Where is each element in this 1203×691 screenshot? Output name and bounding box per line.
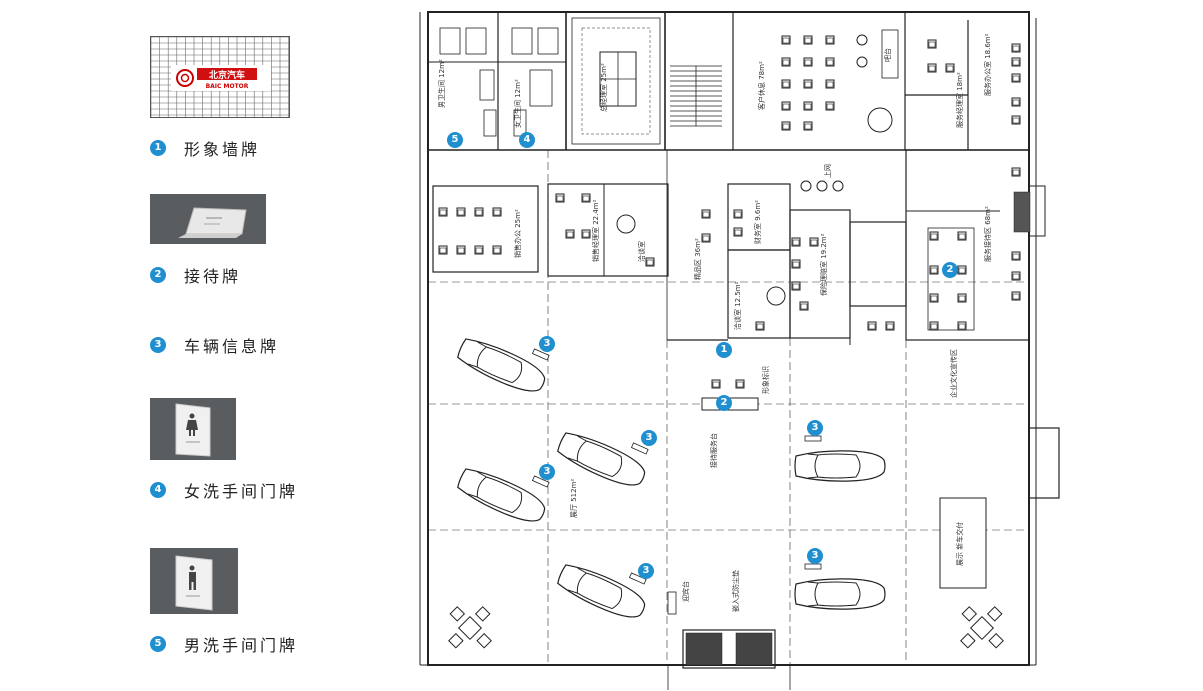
label-brand-wall: 形象标识 [761, 366, 770, 394]
label-reception-desk: 接待服务台 [709, 433, 718, 468]
pin-male-wc-sign: 5 [447, 132, 463, 148]
legend-number: 3 [150, 337, 166, 353]
pin-reception-sign-service: 2 [942, 262, 958, 278]
label-vip-room: 总经理室 25m² [599, 63, 608, 112]
label-negotiation: 洽谈室 [637, 241, 646, 262]
cars [454, 333, 886, 625]
legend-label: 男洗手间门牌 [184, 636, 299, 655]
baic-logo-icon [176, 69, 194, 87]
legend-item-5: 5 男洗手间门牌 [150, 632, 298, 656]
legend-label: 形象墙牌 [184, 140, 261, 159]
legend-number: 2 [150, 267, 166, 283]
car-5 [794, 450, 886, 482]
logo-text-cn: 北京汽车 [209, 69, 245, 81]
car-4 [554, 559, 650, 625]
label-service-office: 服务办公室 18.6m² [983, 33, 992, 96]
label-service-manager: 服务经理室 18m² [955, 72, 964, 128]
label-customer-lounge: 客户休息 78m² [757, 61, 766, 110]
vehicle-info-stands [531, 348, 822, 585]
brand-wall-sign-image: 北京汽车 BAIC MOTOR [150, 36, 290, 118]
male-icon [189, 565, 195, 571]
label-sales-manager: 销售经理室 22.4m² [591, 199, 600, 262]
brand-wall-grid: 北京汽车 BAIC MOTOR [150, 36, 289, 117]
label-internet: 上网 [823, 164, 832, 178]
label-showroom: 展厅 512m² [570, 479, 578, 518]
legend-item-3: 3 车辆信息牌 [150, 333, 279, 357]
pin-vehicle-sign-5: 3 [807, 420, 823, 436]
car-1 [454, 333, 550, 399]
legend-item-1: 1 形象墙牌 [150, 136, 260, 160]
label-display: 展示 新车交付 [955, 522, 964, 566]
label-bar: 吧台 [883, 48, 892, 62]
legend-number: 4 [150, 482, 166, 498]
label-finance: 财务室 9.6m² [753, 200, 762, 244]
pin-brand-wall-sign: 1 [716, 342, 732, 358]
label-service-reception: 服务接待区 68m² [983, 206, 992, 262]
car-2 [554, 427, 650, 493]
label-corporate-culture: 企业文化宣传区 [949, 349, 958, 398]
label-insurance: 保险理赔室 19.2m² [819, 233, 828, 296]
pin-vehicle-sign-1: 3 [539, 336, 555, 352]
legend-label: 接待牌 [184, 267, 242, 286]
car-3 [454, 463, 550, 529]
legend-label: 车辆信息牌 [184, 337, 280, 356]
room-labels: 男卫生间 12m² 女卫生间 12m² 总经理室 25m² 客户休息 78m² … [437, 33, 992, 612]
female-icon [189, 413, 195, 419]
pin-vehicle-sign-3: 3 [539, 464, 555, 480]
reception-sign-image [150, 194, 266, 244]
pin-vehicle-sign-4: 3 [638, 563, 654, 579]
label-vip-negotiation: 洽谈室 12.5m² [733, 281, 742, 330]
female-wc-sign-image [150, 398, 236, 460]
legend-label: 女洗手间门牌 [184, 482, 299, 501]
label-female-wc: 女卫生间 12m² [513, 79, 522, 128]
label-accessories: 精品区 36m² [693, 238, 702, 280]
male-wc-sign-image [150, 548, 238, 614]
legend-number: 5 [150, 636, 166, 652]
pin-vehicle-sign-6: 3 [807, 548, 823, 564]
walls [419, 11, 1060, 690]
pin-female-wc-sign: 4 [519, 132, 535, 148]
label-welcome: 迎宾台 [681, 581, 690, 602]
logo-text-en: BAIC MOTOR [206, 83, 249, 90]
pin-vehicle-sign-2: 3 [641, 430, 657, 446]
pin-reception-sign-showroom: 2 [716, 395, 732, 411]
label-sales-office: 销售办公 25m² [513, 209, 522, 258]
legend-item-4: 4 女洗手间门牌 [150, 478, 298, 502]
label-male-wc: 男卫生间 12m² [437, 59, 446, 108]
label-entrance: 嵌入式防尘垫 [731, 570, 740, 612]
legend-number: 1 [150, 140, 166, 156]
car-6 [794, 578, 886, 610]
legend-item-2: 2 接待牌 [150, 263, 241, 287]
